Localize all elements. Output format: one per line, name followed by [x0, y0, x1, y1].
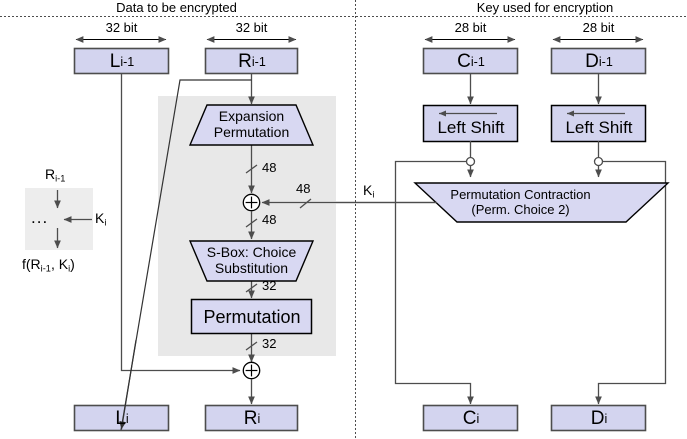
wire-R-prev-to-L-next	[120, 79, 252, 431]
tick-48-subkey	[299, 198, 312, 209]
legend-output-prefix: f(R	[22, 256, 41, 272]
bitwidth-label-C: 28 bit	[454, 20, 487, 35]
tick-48-after-xor	[245, 218, 258, 228]
legend-key-name: K	[95, 210, 105, 226]
sbox-line-1: S-Box: Choice	[206, 244, 297, 261]
box-C-prev	[422, 47, 519, 75]
left-shift-c-text: Left Shift	[437, 117, 505, 137]
box-label-R-prev-name: R	[238, 50, 252, 72]
box-label-R-next-name: R	[243, 407, 258, 429]
legend-input-label: Ri-1	[45, 166, 65, 183]
legend-key-label: Ki	[95, 210, 106, 227]
wire-feedback-c	[394, 160, 474, 405]
box-label-C-prev-name: C	[457, 50, 471, 72]
width-32-after-permutation: 32	[262, 336, 277, 351]
label-left-shift-c: Left Shift	[424, 114, 518, 141]
box-L-prev	[73, 47, 170, 75]
box-C-next	[422, 404, 519, 432]
box-label-L-prev-sub: i-1	[120, 54, 135, 69]
box-label-D-next-sub: i	[604, 411, 608, 426]
bitwidth-label-L: 32 bit	[105, 20, 138, 35]
box-label-D-prev-name: D	[585, 50, 599, 72]
bitwidth-label-D: 28 bit	[582, 20, 615, 35]
junction-dot-d	[593, 156, 604, 167]
label-sbox-substitution: S-Box: Choice Substitution	[190, 241, 313, 281]
shape-permutation	[190, 298, 313, 335]
shape-sbox-substitution	[188, 240, 315, 282]
width-48-key-input: 48	[296, 181, 311, 196]
legend-key-sub: i	[104, 217, 107, 228]
tick-32-sbox	[245, 283, 258, 293]
label-expansion-permutation: Expansion Permutation	[190, 105, 313, 145]
expansion-line-1: Expansion	[218, 108, 285, 125]
box-label-L-next-sub: i	[125, 411, 129, 426]
box-label-C-prev-sub: i-1	[470, 54, 485, 69]
wire-R-prev-to-L-next-arrow	[119, 339, 137, 430]
box-D-prev	[550, 47, 647, 75]
header-right: Key used for encryption	[476, 0, 614, 15]
left-shift-d-text: Left Shift	[565, 117, 633, 137]
header-left: Data to be encrypted	[116, 0, 237, 15]
box-label-R-prev-sub: i-1	[251, 54, 266, 69]
label-left-shift-d: Left Shift	[552, 114, 646, 141]
box-label-R-next-sub: i	[257, 411, 261, 426]
legend-input-name: R	[45, 166, 56, 182]
box-label-L-prev-name: L	[109, 50, 121, 72]
width-48-after-expansion: 48	[262, 160, 277, 175]
expansion-line-2: Permutation	[213, 124, 290, 140]
shape-expansion-permutation	[188, 104, 315, 146]
label-subkey-ki: Ki	[363, 182, 374, 199]
box-label-C-next-name: C	[462, 407, 477, 429]
permutation-text: Permutation	[203, 306, 301, 327]
box-label-D-next-name: D	[590, 407, 605, 429]
contraction-line-2: (Perm. Choice 2)	[471, 202, 570, 217]
box-label-L-next-name: L	[115, 407, 126, 429]
sbox-line-2: Substitution	[214, 260, 289, 276]
junction-dot-c	[465, 156, 476, 167]
contraction-line-1: Permutation Contraction	[450, 187, 591, 203]
legend-output-label: f(Ri-1, Ki)	[22, 256, 75, 273]
legend-output-sub1: i-1	[40, 263, 51, 274]
legend-output-mid: , K	[50, 256, 69, 272]
wire-L-prev-to-xor	[120, 73, 241, 374]
label-permutation-contraction: Permutation Contraction (Perm. Choice 2)	[415, 184, 626, 222]
legend-input-sub: i-1	[55, 173, 66, 184]
width-32-after-sbox: 32	[262, 278, 277, 293]
subkey-ki-sub: i	[372, 189, 375, 200]
legend-output-suffix: )	[70, 256, 75, 272]
tick-32-permutation	[245, 341, 258, 351]
bitwidth-label-R: 32 bit	[235, 20, 268, 35]
box-R-next	[204, 404, 299, 432]
legend-output-sub2: i	[68, 263, 71, 274]
label-permutation: Permutation	[192, 300, 312, 334]
legend-dots: ...	[31, 208, 49, 227]
subkey-ki-name: K	[363, 182, 373, 198]
width-48-after-xor: 48	[262, 212, 277, 227]
shape-permutation-contraction	[413, 182, 670, 223]
wire-feedback-d	[595, 160, 667, 405]
tick-48-expansion	[245, 164, 258, 174]
box-label-C-next-sub: i	[476, 411, 480, 426]
box-label-D-prev-sub: i-1	[598, 54, 613, 69]
box-D-next	[550, 404, 647, 432]
